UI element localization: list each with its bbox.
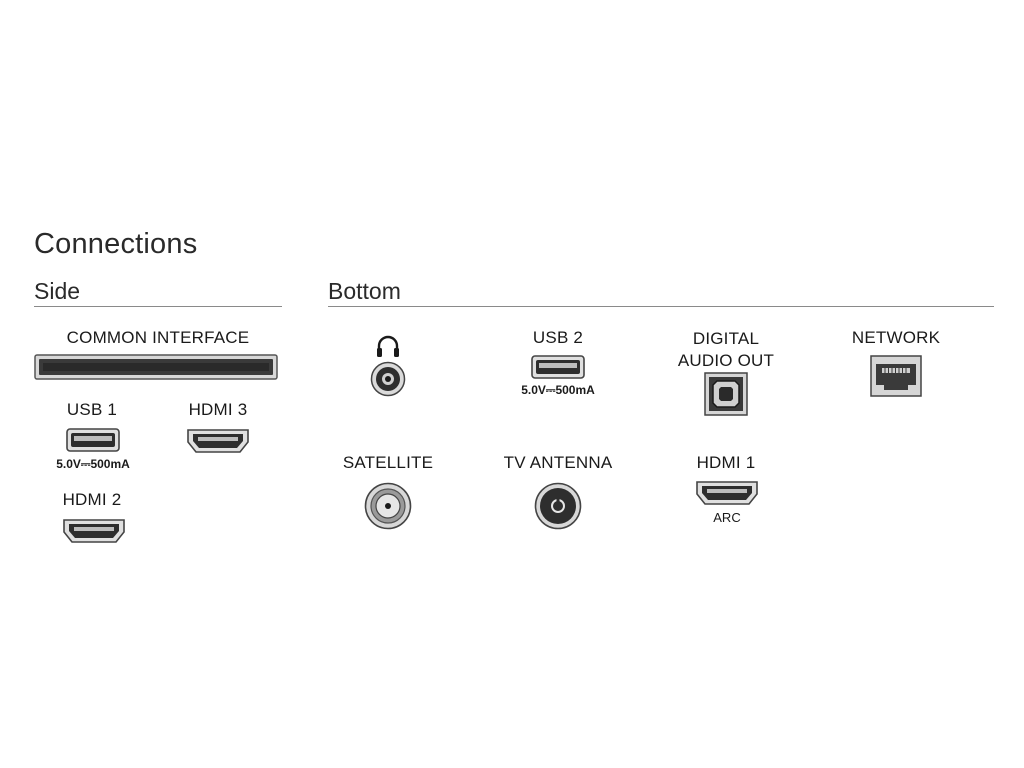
usb2-port-icon [531,355,585,379]
hdmi2-port-icon [62,518,126,544]
side-section-heading: Side [34,278,81,304]
common-interface-label: COMMON INTERFACE [66,328,250,347]
bottom-divider [328,306,994,307]
digital-audio-out-label: DIGITAL AUDIO OUT [677,329,775,370]
satellite-label: SATELLITE [342,453,434,472]
hdmi1-arc-label: ARC [713,510,741,525]
satellite-connector-icon [364,482,412,530]
tv-antenna-label: TV ANTENNA [503,453,613,472]
ethernet-port-icon [870,355,922,397]
usb1-port-icon [66,428,120,452]
page-title: Connections [34,228,198,260]
usb1-label: USB 1 [66,400,118,419]
optical-port-icon [704,372,748,416]
headphone-icon [375,334,401,358]
hdmi2-label: HDMI 2 [62,490,122,509]
hdmi3-label: HDMI 3 [188,400,248,419]
common-interface-slot-icon [34,354,278,380]
usb2-rating: 5.0V⎓500mA [521,383,595,397]
side-divider [34,306,282,307]
headphone-jack-icon [370,361,406,397]
usb1-rating: 5.0V⎓500mA [56,457,130,471]
hdmi1-port-icon [695,480,759,506]
usb2-label: USB 2 [532,328,584,347]
network-label: NETWORK [851,328,941,347]
hdmi1-label: HDMI 1 [696,453,756,472]
antenna-connector-icon [534,482,582,530]
hdmi3-port-icon [186,428,250,454]
bottom-section-heading: Bottom [328,278,401,304]
